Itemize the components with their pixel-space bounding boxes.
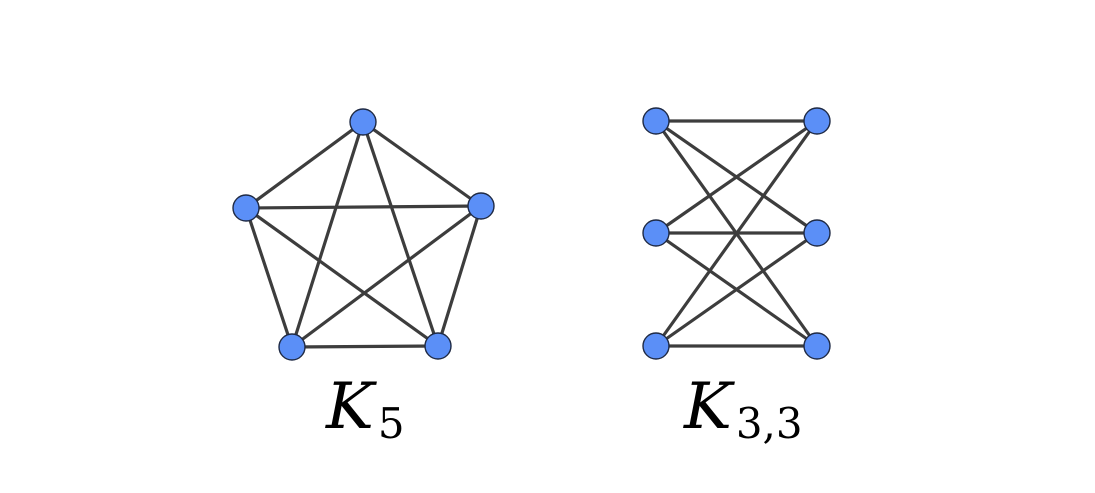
k33-edge-2-3 [654, 119, 819, 348]
k33-node-5 [803, 332, 831, 360]
k33-edge-2-4 [654, 231, 819, 348]
k5-node-0 [349, 108, 377, 136]
k5-graph [232, 108, 495, 361]
k5-label-sub: 5 [378, 399, 405, 448]
k5-edge-2-3 [290, 344, 440, 349]
k5-node-1 [467, 192, 495, 220]
k5-edge-0-2 [361, 120, 440, 348]
k5-node-2 [424, 332, 452, 360]
k33-node-0 [642, 107, 670, 135]
k5-edge-2-4 [244, 206, 440, 348]
k5-label: K5 [325, 370, 405, 448]
k5-node-4 [232, 194, 260, 222]
k33-node-1 [642, 219, 670, 247]
k33-node-3 [803, 107, 831, 135]
k5-label-main: K [325, 370, 377, 444]
k5-node-3 [278, 333, 306, 361]
k5-edge-3-4 [244, 206, 294, 349]
k5-edge-0-1 [361, 120, 483, 208]
k33-label: K3,3 [683, 370, 803, 448]
k33-graph [642, 107, 831, 360]
k33-edge-1-3 [654, 119, 819, 235]
k5-edge-1-2 [436, 204, 483, 348]
k5-edge-0-4 [244, 120, 365, 210]
k33-label-main: K [683, 370, 735, 444]
k33-node-4 [803, 219, 831, 247]
k5-edge-1-4 [244, 204, 483, 210]
k33-label-sub: 3,3 [736, 399, 803, 448]
k33-node-2 [642, 332, 670, 360]
k5-edge-0-3 [290, 120, 365, 349]
k5-edge-1-3 [290, 204, 483, 349]
